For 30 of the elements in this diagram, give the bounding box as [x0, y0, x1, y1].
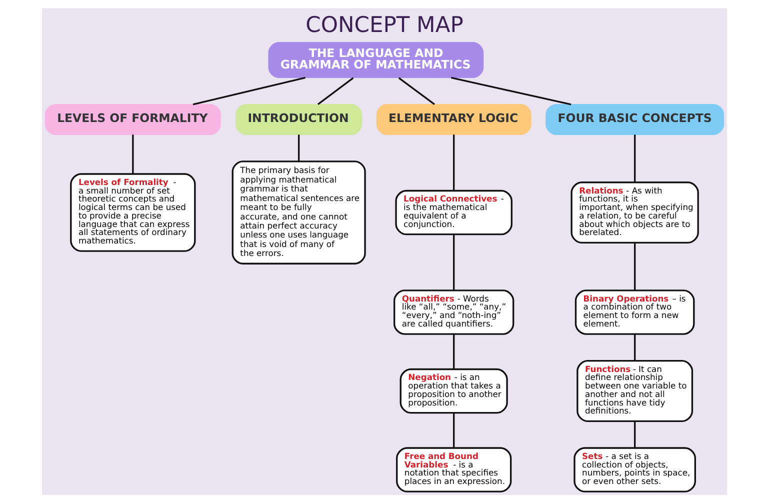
connector [634, 421, 636, 448]
connector [634, 134, 636, 182]
node-box: ELEMENTARY LOGIC [376, 104, 531, 136]
node-box: Sets - a set is a collection of objects, numbers, points in space, or even other sets. [573, 447, 696, 492]
node-box: Functions - It can define relationship between one variable to another and not all functions have tidy definitions. [576, 360, 693, 422]
node-box: INTRODUCTION [235, 104, 362, 136]
connector [132, 134, 134, 174]
connector [316, 77, 354, 105]
node-box: The primary basis for applying mathematical grammar is that mathematical sentences are meant to be fully accurate, and one cannot attain perfect accuracy unless one uses language that is void of many of the errors. [231, 160, 366, 264]
connector [634, 334, 636, 361]
connector [192, 76, 305, 106]
node-box: Binary Operations – is a combination of two element to form a new element. [574, 290, 694, 335]
node-box: Free and Bound Variables - is a notation that specifies places in an expression. [396, 447, 512, 492]
node-box: LEVELS OF FORMALITY [44, 104, 220, 136]
node-box: Logical Connectives - is the mathematical equivalent of a conjunction. [394, 190, 512, 236]
connector [634, 242, 636, 290]
connector [452, 234, 454, 290]
connector [398, 77, 434, 105]
node-box: Relations - As with functions, it is important, when specifying a relation, to be careful about which objects are to berelated. [570, 182, 698, 244]
connector [452, 134, 454, 191]
node-box: THE LANGUAGE AND GRAMMAR OF MATHEMATICS [268, 42, 484, 78]
node-box: Quantifiers - Words like “all,” “some,” “any,” “every,” and “noth-ing” are called quantifiers. [393, 290, 514, 335]
connector [452, 334, 454, 370]
connector [452, 412, 454, 448]
node-box: FOUR BASIC CONCEPTS [545, 104, 724, 136]
node-box: Levels of Formality - a small number of set theoretic concepts and logical terms can be used to provide a precise language that can express all statements of ordinary mathematics. [70, 173, 196, 252]
connector [450, 76, 571, 106]
node-box: Negation - is an operation that takes a proposition to another proposition. [399, 368, 508, 414]
connector [297, 134, 300, 162]
diagram-title: CONCEPT MAP [305, 13, 463, 38]
